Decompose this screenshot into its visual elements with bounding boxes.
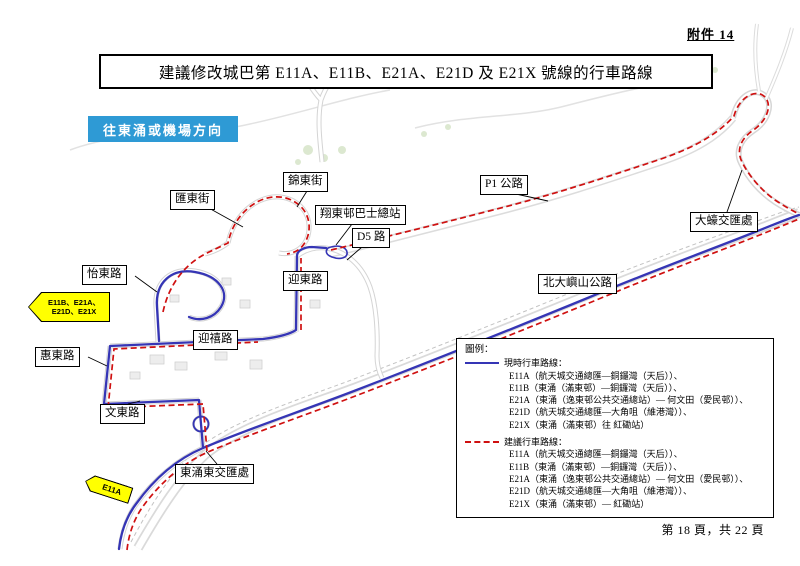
map-label-road-d5: D5 路 <box>352 228 391 248</box>
legend-box: 圖例： 現時行車路線： E11A（航天城交通總匯—銅鑼灣（天后））、 E11B（… <box>456 338 774 518</box>
direction-label: 往東涌或機場方向 <box>88 116 238 142</box>
p1-road-fill <box>329 116 735 257</box>
map-label-cheung-tung-estate-bus-terminus: 翔東邨巴士總站 <box>315 205 406 225</box>
map-label-ying-hei-road: 迎禧路 <box>193 330 238 350</box>
legend-route-proposed-e21a: E21A（東涌（逸東邨公共交通總站）— 何文田（愛民邨））、 <box>509 473 749 484</box>
legend-route-current-e11b: E11B（東涌（滿東邨）—銅鑼灣（天后））、 <box>509 382 683 393</box>
map-label-highway-p1: P1 公路 <box>480 175 529 195</box>
map-label-ying-tung-road: 迎東路 <box>283 271 328 291</box>
map-label-yi-tung-road: 怡東路 <box>82 265 127 285</box>
map-label-wui-tung-street: 匯東街 <box>170 190 215 210</box>
route-group-line-2: E21D、E21X <box>51 307 97 316</box>
route-group-arrow-text: E11B、E21A、 E21D、E21X <box>28 292 110 322</box>
route-group-arrow: E11B、E21A、 E21D、E21X <box>28 292 110 322</box>
map-label-kam-tung-street: 錦東街 <box>283 172 328 192</box>
current-route-paths <box>102 213 800 551</box>
legend-route-proposed-e11b: E11B（東涌（滿東邨）—銅鑼灣（天后））、 <box>509 461 683 472</box>
interchange-ramps-fill <box>754 23 793 100</box>
proposed-route-paths <box>103 92 800 551</box>
legend-proposed-heading: 建議行車路線： <box>504 437 568 448</box>
map-label-man-tung-road: 文東路 <box>100 404 145 424</box>
legend-proposed-heading-row: 建議行車路線： <box>465 436 765 448</box>
legend-route-current-e21d: E21D（航天城交通總匯—大角咀（維港灣））、 <box>509 407 692 418</box>
interchange-ramps <box>753 23 794 100</box>
legend-current-heading: 現時行車路線： <box>504 358 568 369</box>
legend-title: 圖例： <box>465 345 494 355</box>
title-box: 建議修改城巴第 E11A、E11B、E21A、E21D 及 E21X 號線的行車… <box>99 54 713 89</box>
map-label-north-lantau-highway: 北大嶼山公路 <box>538 274 617 294</box>
attachment-label: 附件 14 <box>687 27 735 42</box>
map-label-wai-tung-road: 惠東路 <box>35 347 80 367</box>
proposed-route-line-sample <box>465 441 499 444</box>
route-e11a-label: E11A <box>101 482 123 498</box>
legend-route-current-e11a: E11A（航天城交通總匯—銅鑼灣（天后））、 <box>509 370 683 381</box>
legend-route-proposed-e21d: E21D（航天城交通總匯—大角咀（維港灣））、 <box>509 486 692 497</box>
legend-route-proposed-e21x: E21X（東涌（滿東邨）— 紅磡站） <box>509 498 650 509</box>
map-label-tung-chung-east-interchange: 東涌東交匯處 <box>175 464 254 484</box>
arrow-fill <box>29 293 109 321</box>
page-number: 第 18 頁，共 22 頁 <box>661 523 764 537</box>
route-group-line-1: E11B、E21A、 <box>47 298 101 307</box>
legend-route-current-e21a: E21A（東涌（逸東邨公共交通總站）— 何文田（愛民邨））、 <box>509 395 749 406</box>
page-title: 建議修改城巴第 E11A、E11B、E21A、E21D 及 E21X 號線的行車… <box>158 64 654 82</box>
map-label-tai-ho-interchange: 大蠔交匯處 <box>690 212 758 232</box>
legend-route-proposed-e11a: E11A（航天城交通總匯—銅鑼灣（天后））、 <box>509 449 683 460</box>
legend-current-heading-row: 現時行車路線： <box>465 357 765 369</box>
label-leader-lines <box>87 169 743 465</box>
legend-route-current-e21x: E21X（東涌（滿東邨）往 紅磡站） <box>509 419 650 430</box>
current-route-line-sample <box>465 362 499 365</box>
p1-road <box>328 115 737 258</box>
